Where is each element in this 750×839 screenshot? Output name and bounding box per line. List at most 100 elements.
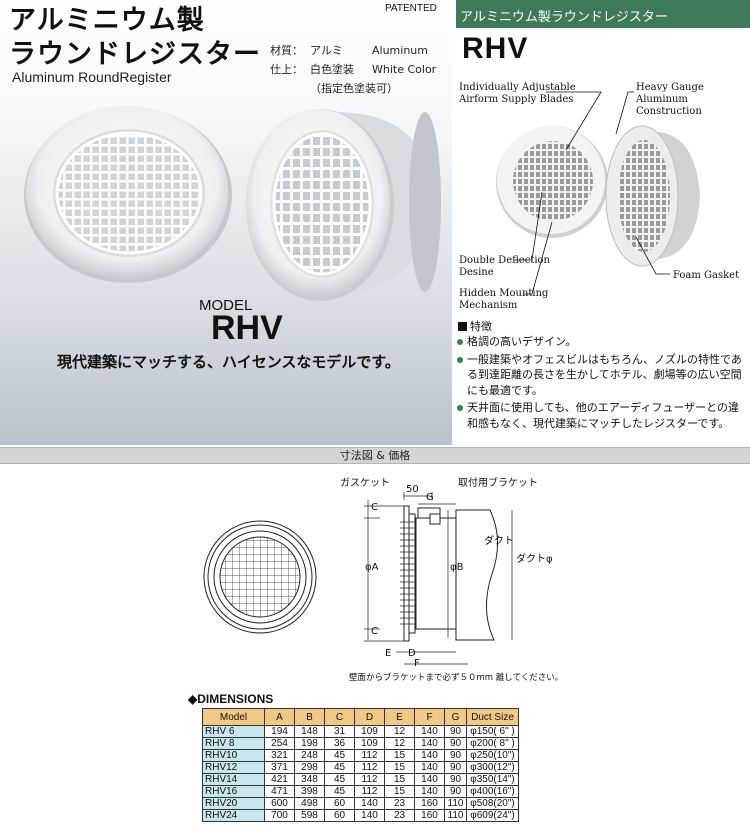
features-heading: 特徴: [458, 318, 492, 334]
patented-label: PATENTED: [385, 3, 437, 14]
right-header-bar: アルミニウム製ラウンドレジスター: [456, 0, 750, 28]
material-jp: アルミ: [310, 44, 343, 57]
model-name: RHV: [211, 309, 283, 347]
table-cell: 194: [264, 725, 295, 738]
col-f: F: [414, 708, 445, 726]
label-dim-c-top: C: [371, 502, 378, 513]
table-cell: 140: [414, 761, 445, 774]
table-cell: φ200( 8" ): [466, 737, 519, 750]
installation-note: 壁面からブラケットまで必ず５０mm 離してください。: [349, 673, 564, 683]
callout-deflection-line2: Desine: [459, 267, 494, 278]
table-cell: RHV14: [202, 773, 265, 786]
table-cell: 348: [294, 773, 325, 786]
table-cell: 15: [384, 785, 415, 798]
green-dot-icon: [457, 405, 463, 411]
table-cell: 248: [294, 749, 325, 762]
table-cell: φ300(12"): [466, 761, 519, 774]
table-cell: 140: [354, 797, 385, 810]
table-cell: 110: [444, 809, 467, 822]
table-cell: 148: [294, 725, 325, 738]
callout-blades: Individually Adjustable Airform Supply B…: [459, 82, 576, 106]
table-cell: φ350(14"): [466, 773, 519, 786]
table-cell: φ508(20"): [466, 797, 519, 810]
table-cell: 23: [384, 797, 415, 810]
table-cell: 45: [324, 749, 355, 762]
table-cell: φ400(16"): [466, 785, 519, 798]
callout-gasket: Foam Gasket: [673, 270, 740, 281]
table-cell: 421: [264, 773, 295, 786]
label-dim-a: φA: [365, 562, 379, 573]
feature-text: 一般建築やオフェスビルはもちろん、ノズルの特性である到達距離の長さを生かしてホテ…: [467, 352, 742, 397]
label-dim-c-bottom: C: [371, 626, 378, 637]
finish-label: 仕上：: [270, 63, 303, 76]
table-cell: 371: [264, 761, 295, 774]
table-cell: 109: [354, 725, 385, 738]
table-cell: 15: [384, 773, 415, 786]
table-cell: 112: [354, 761, 385, 774]
callout-construction-line2: Construction: [636, 106, 702, 117]
callout-mounting: Hidden Mounting Mechanism: [459, 288, 548, 312]
label-dim-e: E: [385, 648, 392, 659]
col-c: C: [324, 708, 355, 726]
table-cell: 90: [444, 725, 467, 738]
table-cell: 398: [294, 785, 325, 798]
callout-deflection-line1: Double Deflection: [459, 255, 550, 266]
feature-text: 天井面に使用しても、他のエアーディフューザーとの違和感もなく、現代建築にマッチし…: [467, 401, 740, 430]
finish-en: White Color: [372, 63, 437, 76]
label-dim-b: φB: [450, 562, 464, 573]
table-cell: 90: [444, 785, 467, 798]
right-model-title: RHV: [462, 32, 529, 65]
col-duct-size: Duct Size: [466, 708, 519, 726]
table-cell: 112: [354, 785, 385, 798]
label-dim-g: G: [426, 492, 434, 503]
hero-product-image: [24, 106, 441, 301]
table-cell: φ250(10"): [466, 749, 519, 762]
table-cell: RHV24: [202, 809, 265, 822]
table-cell: 90: [444, 737, 467, 750]
features-list: 格調の高いデザイン。 一般建築やオフェスビルはもちろん、ノズルの特性である到達距…: [456, 334, 748, 433]
table-cell: 140: [414, 737, 445, 750]
table-cell: 140: [414, 725, 445, 738]
col-model: Model: [202, 708, 265, 726]
table-cell: 90: [444, 749, 467, 762]
callout-blades-line2: Airform Supply Blades: [459, 94, 574, 105]
model-label: MODEL: [199, 297, 253, 314]
table-cell: 498: [294, 797, 325, 810]
table-cell: 31: [324, 725, 355, 738]
table-cell: 700: [264, 809, 295, 822]
table-cell: 36: [324, 737, 355, 750]
table-cell: RHV20: [202, 797, 265, 810]
label-duct-phi: ダクトφ: [516, 554, 553, 565]
green-dot-icon: [457, 356, 463, 363]
table-cell: φ150( 6" ): [466, 725, 519, 738]
table-cell: 160: [414, 797, 445, 810]
table-cell: 15: [384, 749, 415, 762]
features-heading-text: 特徴: [470, 320, 492, 333]
callout-construction: Heavy Gauge Aluminum Construction: [636, 82, 750, 118]
table-cell: 598: [294, 809, 325, 822]
table-cell: RHV16: [202, 785, 265, 798]
feature-item: 格調の高いデザイン。: [456, 334, 748, 350]
label-dim-f: F: [414, 658, 420, 669]
table-cell: 140: [354, 809, 385, 822]
material-en: Aluminum: [372, 44, 428, 57]
table-cell: 140: [414, 773, 445, 786]
table-cell: 12: [384, 725, 415, 738]
hero-subtitle: Aluminum RoundRegister: [12, 69, 172, 85]
hero-title-line1: アルミニウム製: [9, 5, 205, 36]
table-cell: 254: [264, 737, 295, 750]
feature-item: 天井面に使用しても、他のエアーディフューザーとの違和感もなく、現代建築にマッチし…: [456, 400, 748, 431]
table-cell: 12: [384, 737, 415, 750]
callout-construction-line1: Heavy Gauge Aluminum: [636, 82, 704, 105]
table-cell: 140: [414, 749, 445, 762]
right-header-text: アルミニウム製ラウンドレジスター: [460, 10, 668, 25]
